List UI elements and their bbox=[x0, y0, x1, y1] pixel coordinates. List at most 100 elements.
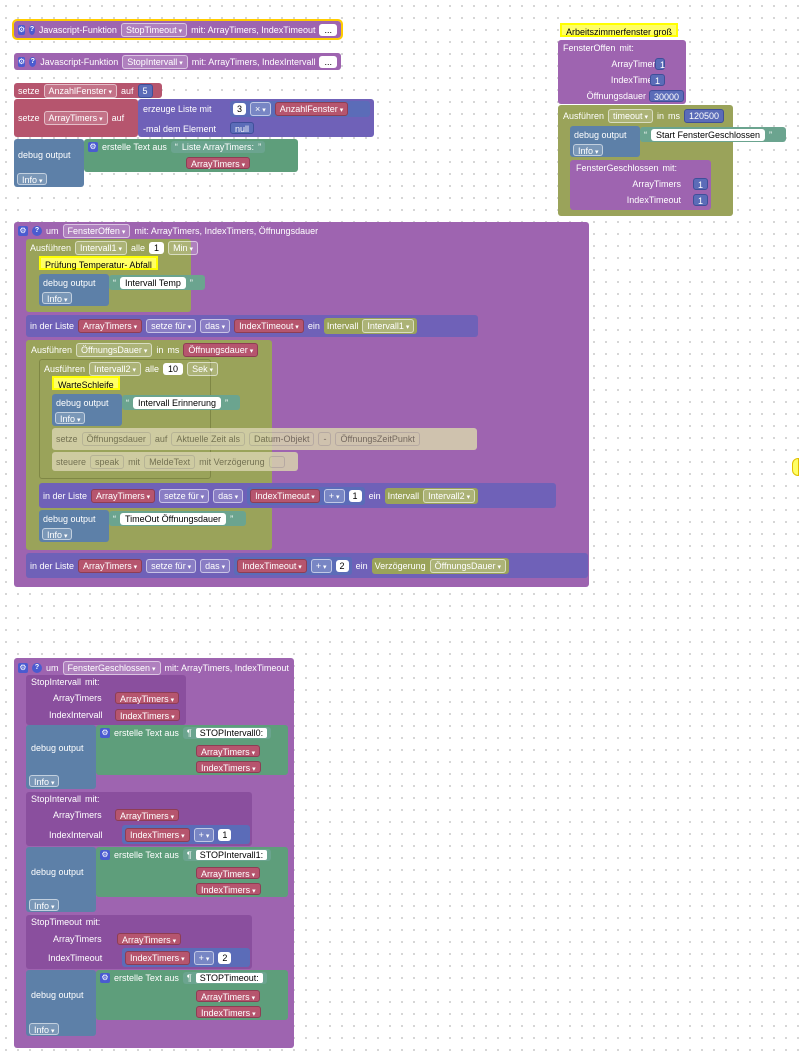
number-value[interactable]: 2 bbox=[335, 559, 349, 572]
variable-arraytimers[interactable]: ArrayTimers bbox=[196, 867, 261, 879]
log-level-dropdown[interactable]: Info bbox=[17, 173, 48, 185]
object-dropdown[interactable]: speak bbox=[90, 454, 125, 469]
variable-oeffnungszeitpunkt[interactable]: ÖffnungsZeitPunkt bbox=[335, 432, 420, 446]
interval-name-dropdown[interactable]: Intervall2 bbox=[89, 362, 142, 376]
where-dropdown[interactable]: das bbox=[200, 558, 231, 573]
call-fenstergeschlossen-block[interactable]: FensterGeschlossen mit: ArrayTimers 1 In… bbox=[570, 160, 711, 210]
debug-output-block[interactable]: debug output Info bbox=[39, 274, 109, 306]
delay-checkbox[interactable] bbox=[268, 455, 285, 468]
math-add-block[interactable]: IndexTimers + 1 bbox=[122, 825, 250, 844]
variable-arraytimers[interactable]: ArrayTimers bbox=[78, 319, 143, 333]
text-value[interactable]: STOPTimeout: bbox=[195, 973, 263, 983]
help-icon[interactable]: ? bbox=[32, 226, 42, 236]
mode-dropdown[interactable]: setze für bbox=[159, 488, 210, 503]
number-block[interactable]: 1 bbox=[692, 194, 708, 206]
number-block[interactable]: 1 bbox=[692, 178, 708, 190]
variable-indextimeout[interactable]: IndexTimeout bbox=[250, 488, 320, 503]
minus-operator[interactable]: - bbox=[318, 432, 332, 446]
where-dropdown[interactable]: das bbox=[213, 488, 244, 503]
variable-indextimers[interactable]: IndexTimers bbox=[196, 761, 261, 773]
number-value[interactable]: 2 bbox=[218, 951, 232, 964]
debug-output-block[interactable]: debug output Info bbox=[14, 139, 84, 187]
count-number[interactable]: 3 bbox=[233, 103, 247, 115]
debug-output-block[interactable]: debug output Info bbox=[52, 394, 122, 426]
math-add-block[interactable]: IndexTimeout + 2 bbox=[234, 556, 352, 575]
debug-output-block[interactable]: debug output Info bbox=[26, 970, 96, 1036]
log-level-dropdown[interactable]: Info bbox=[29, 899, 60, 911]
operator-dropdown[interactable]: + bbox=[310, 558, 332, 573]
text-literal[interactable]: ¶ STOPIntervall0: bbox=[182, 727, 272, 739]
function-body-button[interactable]: ... bbox=[319, 23, 337, 36]
number-block[interactable]: 1 bbox=[649, 74, 665, 86]
create-text-block[interactable]: ⚙ erstelle Text aus ¶ STOPIntervall0: Ar… bbox=[96, 725, 288, 775]
debug-output-block[interactable]: debug output Info bbox=[26, 847, 96, 912]
variable-arraytimers[interactable]: ArrayTimers bbox=[117, 933, 182, 945]
date-object-dropdown[interactable]: Datum-Objekt bbox=[248, 432, 315, 446]
comment-pruefung[interactable]: Prüfung Temperatur- Abfall bbox=[39, 256, 158, 270]
text-value[interactable]: Intervall Temp bbox=[120, 276, 186, 289]
debug-output-block[interactable]: debug output Info bbox=[26, 725, 96, 789]
js-function-stopintervall-block[interactable]: ⚙ ? Javascript-Funktion StopIntervall mi… bbox=[14, 53, 341, 70]
interval-unit-dropdown[interactable]: Sek bbox=[187, 362, 219, 376]
text-value[interactable]: Start FensterGeschlossen bbox=[651, 128, 766, 141]
text-value[interactable]: Liste ArrayTimers: bbox=[181, 142, 255, 152]
function-name-field[interactable]: StopIntervall bbox=[122, 54, 188, 69]
log-level-dropdown[interactable]: Info bbox=[573, 144, 604, 156]
number-value[interactable]: 1 bbox=[218, 828, 232, 841]
math-add-block[interactable]: IndexTimers + 2 bbox=[122, 948, 250, 967]
variable-arraytimers[interactable]: ArrayTimers bbox=[115, 809, 180, 821]
help-icon[interactable]: ? bbox=[32, 663, 42, 673]
number-block[interactable]: 120500 bbox=[684, 109, 725, 123]
text-literal[interactable]: “ Intervall Erinnerung ” bbox=[122, 395, 240, 410]
multiply-block[interactable]: 3 × AnzahlFenster bbox=[230, 101, 370, 117]
gear-icon[interactable]: ⚙ bbox=[100, 728, 110, 738]
call-stopintervall-block[interactable]: StopIntervall mit: ArrayTimers ArrayTime… bbox=[26, 792, 252, 846]
interval-name-dropdown[interactable]: Intervall1 bbox=[75, 241, 128, 255]
call-stopintervall-block[interactable]: StopIntervall mit: ArrayTimers ArrayTime… bbox=[26, 675, 186, 725]
list-set-block[interactable]: in der Liste ArrayTimers setze für das I… bbox=[39, 483, 556, 508]
log-level-dropdown[interactable]: Info bbox=[42, 292, 73, 304]
variable-arraytimers[interactable]: ArrayTimers bbox=[115, 692, 180, 704]
help-icon[interactable]: ? bbox=[29, 24, 35, 35]
gear-icon[interactable]: ⚙ bbox=[100, 850, 110, 860]
variable-indextimeout[interactable]: IndexTimeout bbox=[237, 558, 307, 573]
interval-unit-dropdown[interactable]: Min bbox=[168, 241, 199, 255]
comment-arbeitszimmerfenster[interactable]: Arbeitszimmerfenster groß bbox=[560, 23, 679, 37]
comment-warteschleife[interactable]: WarteSchleife bbox=[52, 376, 120, 390]
procedure-name-field[interactable]: FensterGeschlossen bbox=[62, 661, 161, 675]
timeout-name-dropdown[interactable]: ÖffnungsDauer bbox=[429, 558, 506, 573]
variable-arraytimers[interactable]: ArrayTimers bbox=[186, 157, 251, 169]
interval-name-dropdown[interactable]: Intervall2 bbox=[423, 488, 476, 503]
js-function-stoptimeout-block[interactable]: ⚙ ? Javascript-Funktion StopTimeout mit:… bbox=[12, 19, 343, 40]
help-icon[interactable]: ? bbox=[29, 56, 37, 67]
timeout-name-dropdown[interactable]: ÖffnungsDauer bbox=[76, 343, 153, 357]
text-value[interactable]: TimeOut Öffnungsdauer bbox=[120, 512, 227, 525]
gear-icon[interactable]: ⚙ bbox=[18, 226, 28, 236]
text-literal[interactable]: “ TimeOut Öffnungsdauer ” bbox=[109, 511, 246, 526]
text-value[interactable]: STOPIntervall1: bbox=[195, 850, 268, 860]
list-set-block[interactable]: in der Liste ArrayTimers setze für das I… bbox=[26, 553, 588, 578]
number-block[interactable]: 5 bbox=[137, 83, 153, 98]
call-stoptimeout-block[interactable]: StopTimeout mit: ArrayTimers ArrayTimers… bbox=[26, 915, 252, 969]
math-add-block[interactable]: IndexTimeout + 1 bbox=[247, 486, 365, 505]
variable-meldetext[interactable]: MeldeText bbox=[144, 454, 196, 469]
delay-ref-block[interactable]: Verzögerung ÖffnungsDauer bbox=[371, 557, 509, 574]
number-value[interactable]: 1 bbox=[348, 489, 362, 502]
interval-name-dropdown[interactable]: Intervall1 bbox=[362, 319, 415, 333]
operator-dropdown[interactable]: × bbox=[250, 102, 271, 116]
log-level-dropdown[interactable]: Info bbox=[42, 528, 73, 540]
set-arraytimers-block[interactable]: setze ArrayTimers auf bbox=[14, 99, 138, 137]
gear-icon[interactable]: ⚙ bbox=[18, 663, 28, 673]
variable-indextimeout[interactable]: IndexTimeout bbox=[234, 319, 304, 333]
variable-arraytimers[interactable]: ArrayTimers bbox=[78, 558, 143, 573]
text-literal[interactable]: ¶ STOPIntervall1: bbox=[182, 849, 272, 861]
variable-dropdown[interactable]: AnzahlFenster bbox=[43, 83, 118, 98]
gear-icon[interactable]: ⚙ bbox=[18, 24, 26, 35]
create-text-block[interactable]: ⚙ erstelle Text aus ¶ STOPTimeout: Array… bbox=[96, 970, 288, 1020]
text-value[interactable]: Intervall Erinnerung bbox=[133, 396, 222, 409]
interval-value[interactable]: 1 bbox=[149, 242, 165, 254]
variable-arraytimers[interactable]: ArrayTimers bbox=[91, 488, 156, 503]
variable-indextimers[interactable]: IndexTimers bbox=[125, 950, 190, 965]
interval-ref-block[interactable]: Intervall Intervall2 bbox=[384, 487, 479, 504]
list-set-block[interactable]: in der Liste ArrayTimers setze für das I… bbox=[26, 315, 478, 337]
